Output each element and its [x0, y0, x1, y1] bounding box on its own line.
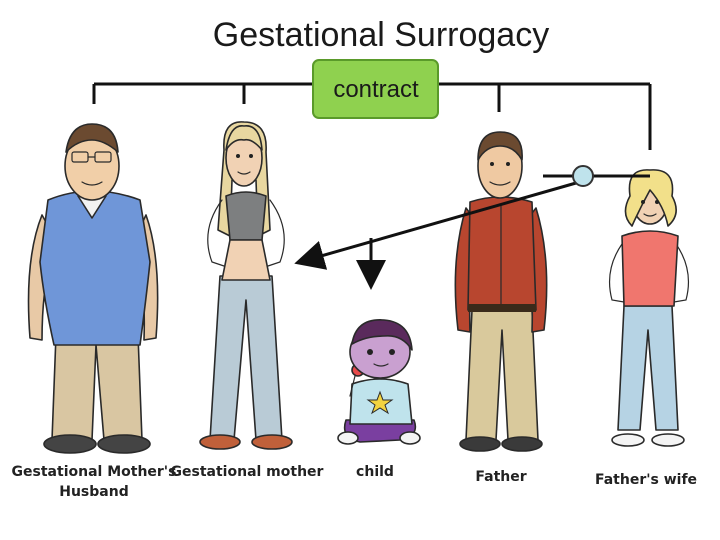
- egg-node-icon: [573, 166, 593, 186]
- contract-label: contract: [333, 76, 419, 103]
- caption-father: Father: [475, 469, 526, 485]
- figure-gestational-mothers-husband: [29, 124, 158, 453]
- caption-fathers-wife: Father's wife: [595, 472, 697, 488]
- contract-box: contract: [313, 60, 438, 118]
- figure-fathers-wife: [610, 170, 689, 446]
- figure-father: [455, 132, 546, 451]
- caption-gestational-mother: Gestational mother: [171, 464, 324, 480]
- captions: Gestational Mother's Husband Gestational…: [12, 464, 697, 500]
- caption-child: child: [356, 464, 394, 480]
- diagram-title: Gestational Surrogacy: [213, 16, 549, 54]
- caption-husband-line1: Gestational Mother's: [12, 464, 177, 480]
- figure-gestational-mother: [200, 122, 292, 449]
- caption-husband-line2: Husband: [59, 484, 128, 500]
- figure-child: [338, 320, 420, 444]
